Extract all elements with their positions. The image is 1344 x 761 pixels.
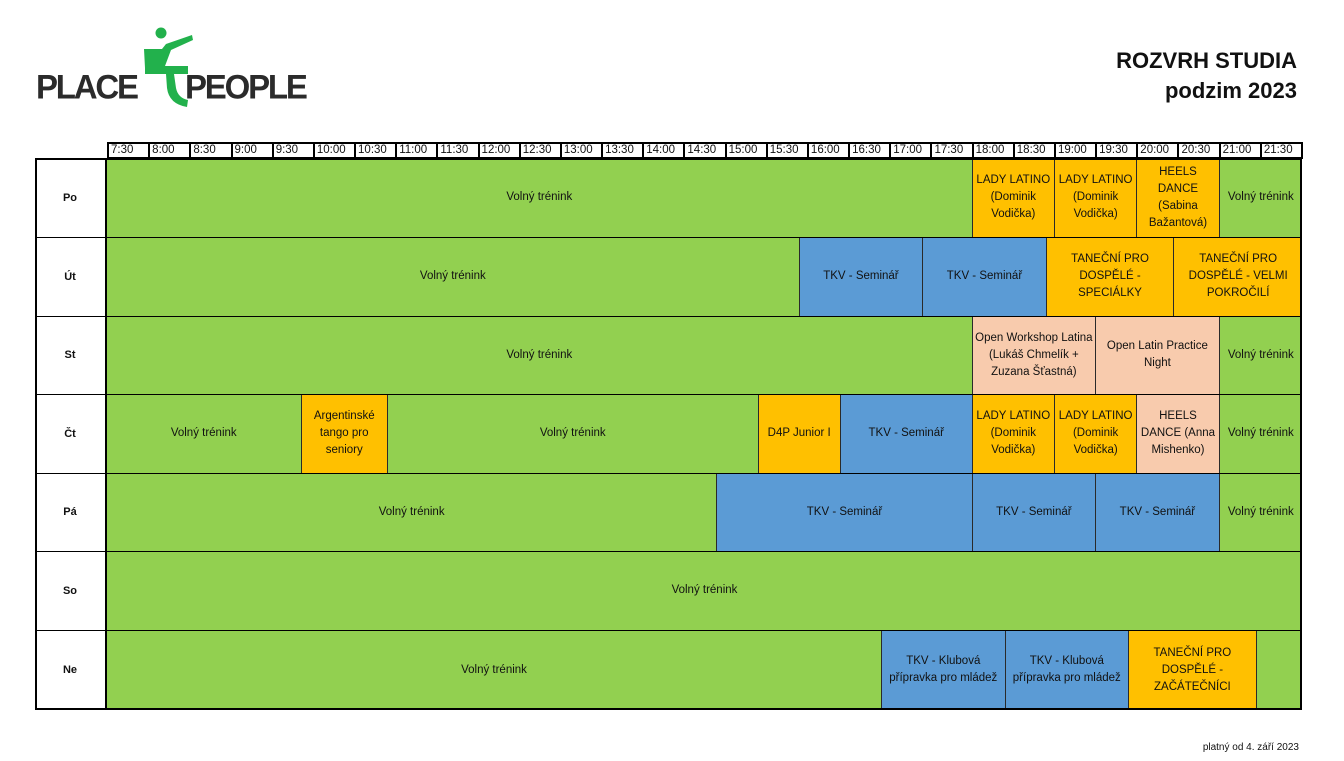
time-slot-header: 16:30 [848, 142, 892, 159]
day-label: Po [35, 158, 107, 237]
schedule-block-course: LADY LATINO (Dominik Vodička) [971, 394, 1054, 473]
validity-note: platný od 4. září 2023 [1202, 742, 1299, 753]
schedule-block-free [1255, 630, 1302, 710]
schedule-block-seminar: TKV - Seminář [716, 473, 972, 551]
time-slot-header: 19:30 [1095, 142, 1139, 159]
schedule-block-free: Volný trénink [107, 237, 799, 316]
schedule-block-course: HEELS DANCE (Sabina Bažantová) [1136, 158, 1219, 237]
schedule-block-course: LADY LATINO (Dominik Vodička) [1053, 394, 1137, 473]
row-divider [35, 237, 1302, 238]
time-slot-header: 14:00 [642, 142, 686, 159]
schedule-block-free: Volný trénink [107, 630, 882, 710]
time-slot-header: 18:30 [1012, 142, 1056, 159]
time-slot-header: 17:30 [930, 142, 974, 159]
day-label: Pá [35, 473, 107, 551]
row-divider [35, 630, 1302, 631]
schedule-title: ROZVRH STUDIA podzim 2023 [1116, 46, 1297, 106]
time-slot-header: 12:00 [477, 142, 521, 159]
time-slot-header: 18:00 [971, 142, 1015, 159]
schedule-block-free: Volný trénink [107, 551, 1302, 630]
schedule-block-free: Volný trénink [1218, 473, 1302, 551]
schedule-block-course: D4P Junior I [757, 394, 840, 473]
schedule-block-seminar: TKV - Seminář [971, 473, 1096, 551]
schedule-block-course: TANEČNÍ PRO DOSPĚLÉ - ZAČÁTEČNÍCI [1128, 630, 1256, 710]
row-divider [35, 551, 1302, 552]
day-label: Ne [35, 630, 107, 710]
time-slot-header: 20:30 [1177, 142, 1221, 159]
schedule-block-seminar: TKV - Klubová přípravka pro mládež [1004, 630, 1129, 710]
schedule-block-free: Volný trénink [107, 158, 972, 237]
schedule-block-free: Volný trénink [1218, 316, 1302, 394]
place4people-logo: PLACE 4 PEOPLE [34, 26, 308, 110]
schedule-block-course: Argentinské tango pro seniory [300, 394, 387, 473]
schedule-block-course: LADY LATINO (Dominik Vodička) [971, 158, 1054, 237]
time-slot-header: 10:00 [312, 142, 357, 159]
time-slot-header: 15:30 [765, 142, 809, 159]
time-slot-header: 13:30 [601, 142, 645, 159]
time-slot-header: 12:30 [518, 142, 562, 159]
dancer-logo-icon: 4 [144, 27, 193, 107]
schedule-block-seminar: TKV - Seminář [922, 237, 1046, 316]
logo-text-right: PEOPLE [185, 67, 308, 106]
schedule-block-free: Volný trénink [107, 473, 717, 551]
time-slot-header: 7:30 [107, 142, 151, 159]
schedule-block-course: TANEČNÍ PRO DOSPĚLÉ - SPECIÁLKY [1045, 237, 1174, 316]
logo-text-left: PLACE [36, 67, 139, 106]
schedule-block-seminar: TKV - Seminář [839, 394, 972, 473]
row-divider [35, 473, 1302, 474]
time-slot-header: 14:30 [683, 142, 727, 159]
time-slot-header: 11:30 [436, 142, 480, 159]
title-line-1: ROZVRH STUDIA [1116, 48, 1297, 73]
time-slot-header: 17:00 [889, 142, 933, 159]
schedule-block-course: TANEČNÍ PRO DOSPĚLÉ - VELMI POKROČILÍ [1173, 237, 1302, 316]
time-slot-header: 20:00 [1136, 142, 1180, 159]
schedule-block-seminar: TKV - Klubová přípravka pro mládež [881, 630, 1005, 710]
day-label: Út [35, 237, 107, 316]
schedule-block-free: Volný trénink [107, 394, 301, 473]
schedule-block-free: Volný trénink [386, 394, 758, 473]
schedule-block-seminar: TKV - Seminář [798, 237, 923, 316]
time-slot-header: 8:30 [189, 142, 233, 159]
schedule-block-course: LADY LATINO (Dominik Vodička) [1053, 158, 1137, 237]
time-slot-header: 21:00 [1218, 142, 1262, 159]
schedule-block-free: Volný trénink [1218, 394, 1302, 473]
time-slot-header: 16:00 [806, 142, 851, 159]
schedule-block-seminar: TKV - Seminář [1095, 473, 1219, 551]
day-label: Čt [35, 394, 107, 473]
time-slot-header: 9:30 [271, 142, 315, 159]
schedule-block-free: Volný trénink [107, 316, 972, 394]
schedule-block-workshop: Open Workshop Latina (Lukáš Chmelík + Zu… [971, 316, 1096, 394]
time-slot-header: 15:00 [724, 142, 768, 159]
time-slot-header: 8:00 [148, 142, 192, 159]
day-label: St [35, 316, 107, 394]
row-divider [35, 394, 1302, 395]
day-label: So [35, 551, 107, 630]
time-slot-header: 21:30 [1259, 142, 1303, 159]
title-line-2: podzim 2023 [1164, 78, 1297, 103]
time-slot-header: 19:00 [1053, 142, 1098, 159]
time-slot-header: 9:00 [230, 142, 274, 159]
schedule-block-workshop: Open Latin Practice Night [1095, 316, 1219, 394]
row-divider [35, 316, 1302, 317]
time-slot-header: 13:00 [559, 142, 604, 159]
schedule-block-workshop: HEELS DANCE (Anna Mishenko) [1136, 394, 1219, 473]
schedule-block-free: Volný trénink [1218, 158, 1302, 237]
time-slot-header: 11:00 [395, 142, 439, 159]
time-slot-header: 10:30 [354, 142, 398, 159]
